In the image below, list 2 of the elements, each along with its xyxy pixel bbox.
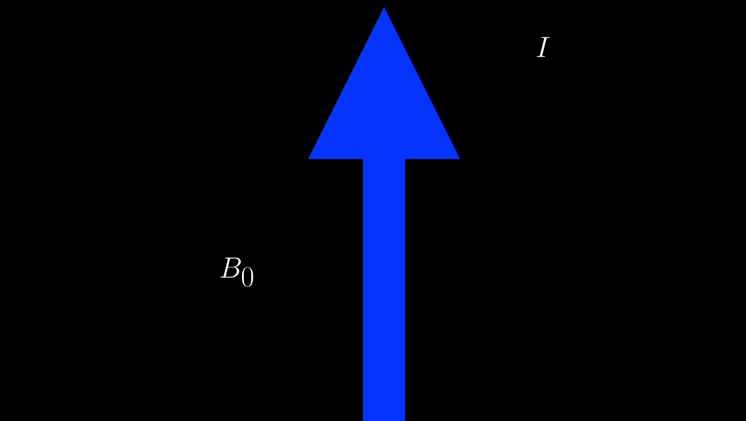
math-label: $B_0$	[220, 258, 254, 287]
math-label: $I$	[536, 37, 550, 57]
